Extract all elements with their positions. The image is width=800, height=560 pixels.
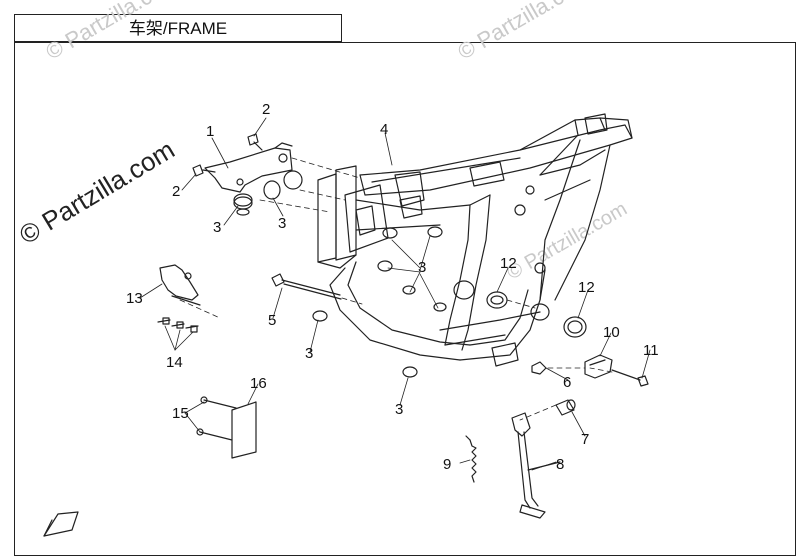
callout-8: 8 (556, 456, 564, 473)
front-direction-arrow-icon (43, 511, 79, 537)
bolt-part-11 (611, 369, 649, 387)
grommet-set-part-3-frame (312, 226, 447, 378)
callout-6: 6 (563, 374, 571, 391)
callout-4: 4 (380, 121, 388, 138)
callout-leader-lines (139, 117, 651, 471)
callout-15: 15 (172, 405, 189, 422)
main-frame-part-4 (317, 113, 633, 367)
long-bolt-part-5 (271, 273, 342, 300)
callout-14: 14 (166, 354, 183, 371)
nut-part-6 (531, 361, 547, 375)
callout-2-upper: 2 (262, 101, 270, 118)
callout-1: 1 (206, 123, 214, 140)
callout-3-lower-left: 3 (305, 345, 313, 362)
bracket-part-1 (192, 133, 293, 193)
bushing-part-12 (486, 291, 587, 338)
callout-3-bracket-left: 3 (213, 219, 221, 236)
side-stand-part-8 (511, 412, 561, 519)
callout-3-bracket-right: 3 (278, 215, 286, 232)
callout-numbers: 1 2 2 3 3 3 3 3 4 5 6 7 8 9 10 11 12 12 … (126, 101, 659, 473)
callout-11: 11 (643, 342, 659, 359)
screws-part-15 (196, 396, 237, 441)
grommet-set-part-3-upper (233, 170, 303, 216)
callout-12-frame: 12 (500, 255, 517, 272)
callout-3-bottom: 3 (395, 401, 403, 418)
collar-part-7 (555, 399, 576, 416)
callout-10: 10 (603, 324, 620, 341)
callout-16: 16 (250, 375, 267, 392)
callout-7: 7 (581, 431, 589, 448)
assembly-leader-lines (179, 157, 613, 421)
diagram-border (14, 42, 796, 556)
callout-5: 5 (268, 312, 276, 329)
callout-2-left: 2 (172, 183, 180, 200)
fasteners-part-14 (157, 317, 199, 333)
diagram-title: 车架/FRAME (14, 14, 342, 42)
plate-part-16 (231, 401, 257, 459)
spring-part-9 (465, 435, 477, 483)
callout-13: 13 (126, 290, 143, 307)
footrest-part-10 (584, 354, 613, 379)
callout-3-frame: 3 (418, 259, 426, 276)
callout-12-right: 12 (578, 279, 595, 296)
callout-9: 9 (443, 456, 451, 473)
bracket-part-13 (159, 264, 201, 306)
